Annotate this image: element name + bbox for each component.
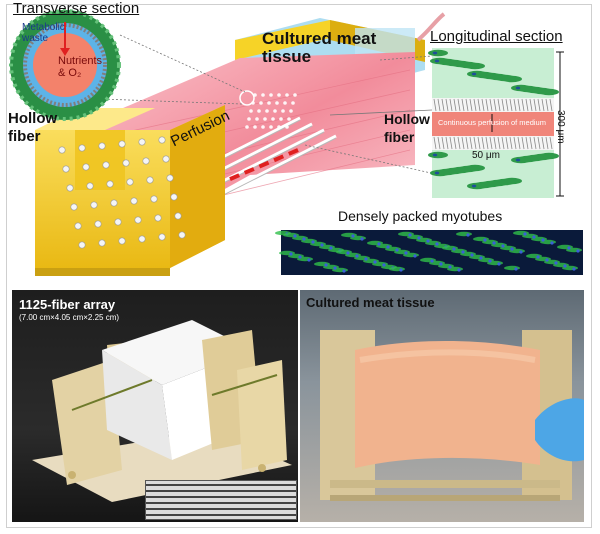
continuous-perfusion-label: Continuous perfusion of medium xyxy=(438,118,546,127)
cultured-tissue-photo xyxy=(300,290,584,522)
metabolic-waste-label: Metabolic waste xyxy=(22,22,65,44)
myotubes-label: Densely packed myotubes xyxy=(338,208,503,224)
fiber-closeup-inset xyxy=(145,480,297,520)
tissue-fiber-holes xyxy=(245,93,297,129)
cultured-meat-label: Cultured meat tissue xyxy=(262,29,377,66)
tube xyxy=(416,12,446,42)
hollow-fiber-right-label: Hollow fiber xyxy=(384,111,430,145)
myotube-fluorescence-image xyxy=(275,230,583,275)
transverse-section-title: Transverse section xyxy=(13,0,140,17)
nutrients-label: Nutrients & O₂ xyxy=(58,55,103,79)
fiber-hole-grid xyxy=(58,136,186,249)
dimension-50-label: 50 μm xyxy=(472,150,500,161)
longitudinal-section-title: Longitudinal section xyxy=(430,28,563,45)
longitudinal-section-diagram xyxy=(428,48,564,198)
tissue-photo-title: Cultured meat tissue xyxy=(306,295,435,310)
bioreactor-schematic xyxy=(9,9,583,276)
dimension-300-label: 300 μm xyxy=(555,110,566,144)
fiber-array-photo xyxy=(12,290,298,522)
array-dimensions: (7.00 cm×4.05 cm×2.25 cm) xyxy=(19,313,120,322)
transverse-section-diagram xyxy=(9,9,121,121)
magnify-circle xyxy=(239,90,255,106)
hollow-fiber-left-label: Hollow fiber xyxy=(8,110,58,145)
array-title: 1125-fiber array xyxy=(19,297,116,312)
